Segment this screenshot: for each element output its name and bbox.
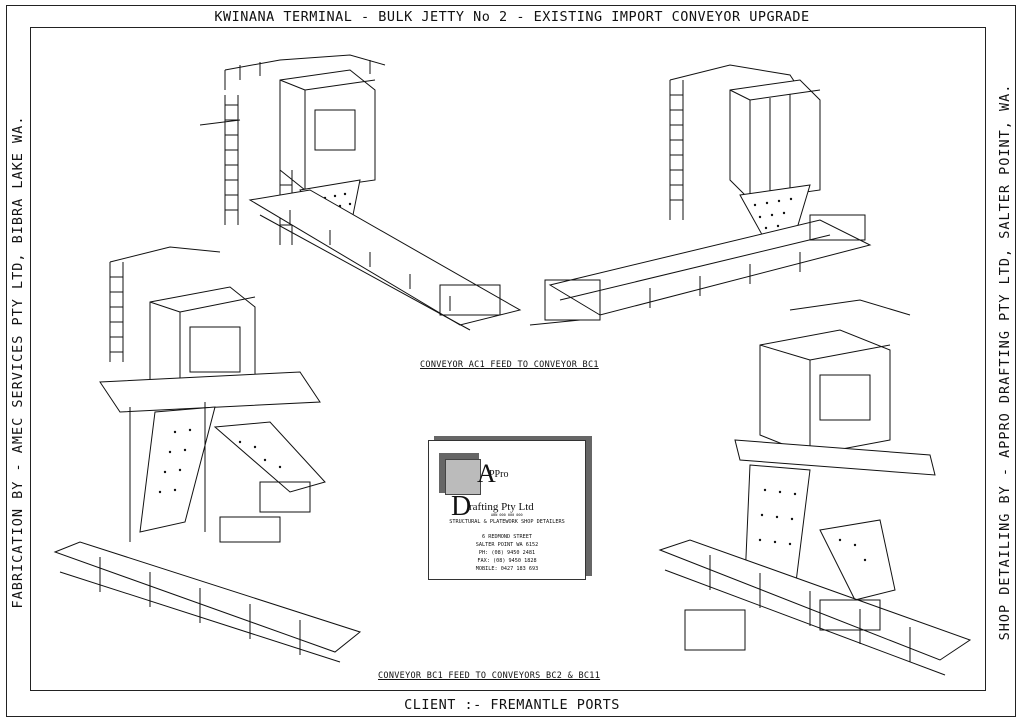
address-street: 6 REDMOND STREET bbox=[482, 534, 532, 540]
conveyor-bc1-isometric-left bbox=[53, 246, 362, 663]
logo-square-light bbox=[445, 459, 481, 495]
phone-number: PH: (08) 9450 2481 bbox=[478, 550, 536, 556]
logo-letter-d: D bbox=[451, 491, 472, 522]
conveyor-bc1-isometric-right bbox=[658, 299, 972, 676]
logo-ppro: PPro bbox=[489, 469, 509, 480]
conveyor-ac1-isometric-left bbox=[200, 54, 522, 331]
conveyor-ac1-isometric-right bbox=[529, 64, 872, 326]
mobile-number: MOBILE: 0427 183 693 bbox=[475, 566, 539, 572]
logo-rafting: rafting Pty Ltd bbox=[469, 501, 534, 513]
logo-abn: ABN 000 000 000 bbox=[491, 513, 523, 517]
caption-conveyor-bc1: CONVEYOR BC1 FEED TO CONVEYORS BC2 & BC1… bbox=[378, 671, 601, 681]
fabricator-label: FABRICATION BY - AMEC SERVICES PTY LTD, … bbox=[10, 115, 26, 609]
fax-number: FAX: (08) 9450 1828 bbox=[477, 558, 537, 564]
logo-letter-a: A bbox=[477, 459, 496, 488]
detailer-label: SHOP DETAILING BY - APPRO DRAFTING PTY L… bbox=[997, 83, 1013, 641]
client-label: CLIENT :- FREMANTLE PORTS bbox=[404, 697, 620, 713]
address-suburb: SALTER POINT WA 6152 bbox=[475, 542, 539, 548]
drawing-title: KWINANA TERMINAL - BULK JETTY No 2 - EXI… bbox=[214, 9, 810, 25]
drawing-border bbox=[6, 5, 1016, 717]
caption-conveyor-ac1: CONVEYOR AC1 FEED TO CONVEYOR BC1 bbox=[420, 360, 599, 370]
drawing-inner-border bbox=[30, 27, 986, 691]
logo-contact: 6 REDMOND STREET SALTER POINT WA 6152 PH… bbox=[429, 533, 585, 573]
logo-tagline: STRUCTURAL & PLATEWORK SHOP DETAILERS bbox=[449, 519, 565, 525]
appro-drafting-logo: A PPro D rafting Pty Ltd ABN 000 000 000… bbox=[428, 440, 586, 580]
